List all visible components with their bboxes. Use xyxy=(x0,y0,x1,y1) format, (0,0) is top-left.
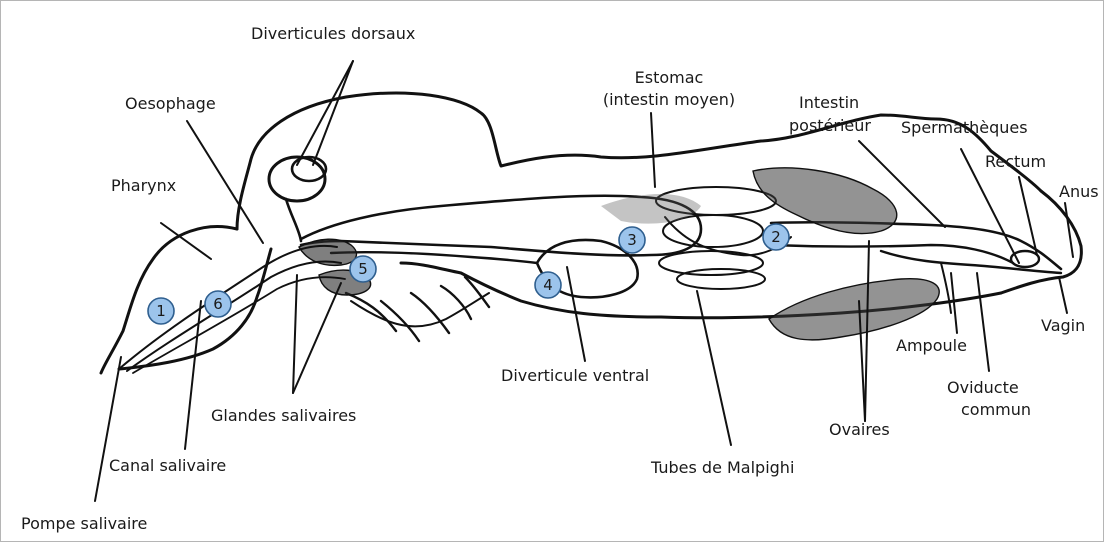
svg-text:6: 6 xyxy=(213,295,223,313)
label-anus: Anus xyxy=(1059,182,1099,201)
label-estomac-line1: Estomac xyxy=(635,68,704,87)
leader-glandes-a xyxy=(293,275,297,393)
leader-ampoule xyxy=(951,273,957,333)
label-pompe-salivaire: Pompe salivaire xyxy=(21,514,147,533)
ovary-lower xyxy=(769,279,939,340)
label-pharynx: Pharynx xyxy=(111,176,176,195)
svg-text:2: 2 xyxy=(771,228,781,246)
leader-pompe-salivaire xyxy=(95,357,121,501)
marker-2: 2 xyxy=(763,224,789,250)
leader-glandes-b xyxy=(293,283,341,393)
leader-oviducte xyxy=(977,273,989,371)
label-intestin-line2: postérieur xyxy=(789,116,871,135)
label-rectum: Rectum xyxy=(985,152,1046,171)
label-spermatheques: Spermathèques xyxy=(901,118,1028,137)
marker-3: 3 xyxy=(619,227,645,253)
svg-text:1: 1 xyxy=(156,302,166,320)
leader-malpighi xyxy=(697,291,731,445)
marker-1: 1 xyxy=(148,298,174,324)
leader-estomac xyxy=(651,113,655,187)
label-oviducte-line2: commun xyxy=(961,400,1031,419)
label-canal-salivaire: Canal salivaire xyxy=(109,456,226,475)
label-ampoule: Ampoule xyxy=(896,336,967,355)
stomach-stipple xyxy=(601,194,701,224)
label-oesophage: Oesophage xyxy=(125,94,216,113)
label-oviducte-line1: Oviducte xyxy=(947,378,1019,397)
leader-vagin xyxy=(1059,277,1067,313)
label-intestin-line1: Intestin xyxy=(799,93,859,112)
svg-text:5: 5 xyxy=(358,260,368,278)
leader-oesophage xyxy=(187,121,263,243)
leader-diverticules-dorsaux-b xyxy=(313,61,353,165)
svg-text:4: 4 xyxy=(543,276,553,294)
label-estomac-line2: (intestin moyen) xyxy=(603,90,735,109)
label-tubes-malpighi: Tubes de Malpighi xyxy=(650,458,794,477)
svg-text:3: 3 xyxy=(627,231,637,249)
marker-6: 6 xyxy=(205,291,231,317)
leader-canal-salivaire xyxy=(185,301,201,449)
label-diverticules-dorsaux: Diverticules dorsaux xyxy=(251,24,415,43)
label-vagin: Vagin xyxy=(1041,316,1085,335)
label-diverticule-ventral: Diverticule ventral xyxy=(501,366,649,385)
label-ovaires: Ovaires xyxy=(829,420,890,439)
label-glandes-salivaires: Glandes salivaires xyxy=(211,406,356,425)
marker-5: 5 xyxy=(350,256,376,282)
common-oviduct xyxy=(881,251,1061,273)
leader-anus xyxy=(1065,203,1073,257)
leader-diverticules-dorsaux-a xyxy=(297,61,353,165)
marker-4: 4 xyxy=(535,272,561,298)
